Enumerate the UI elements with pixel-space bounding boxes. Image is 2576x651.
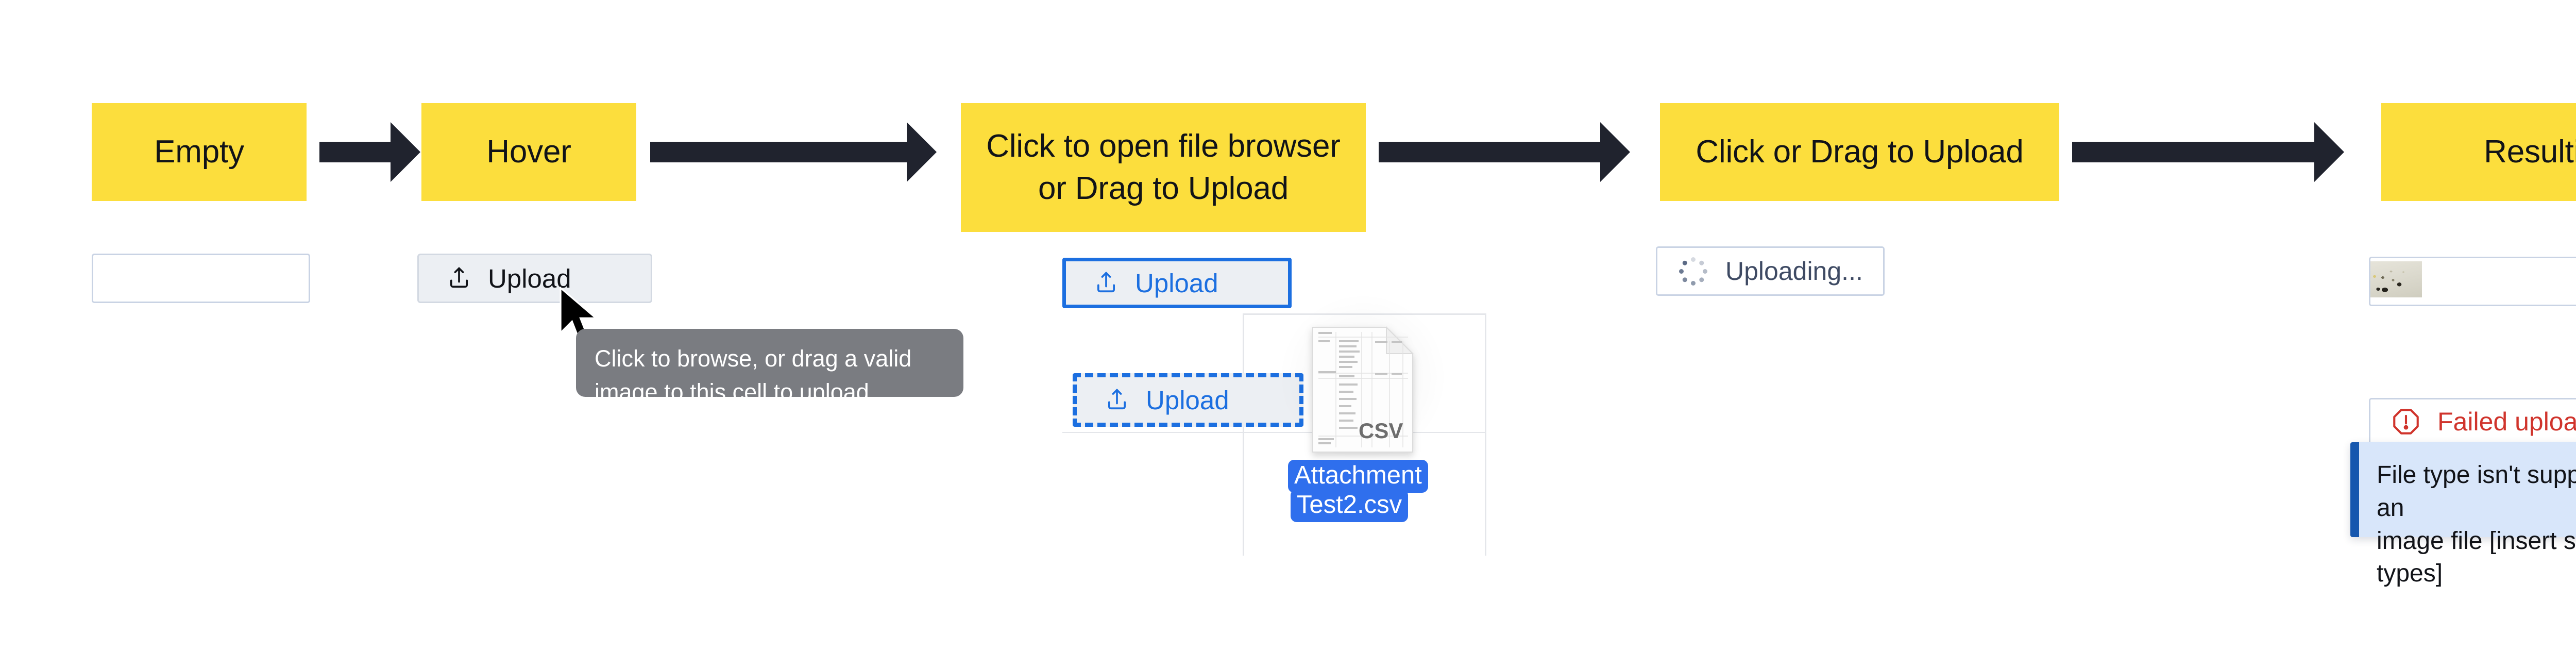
upload-tray-icon xyxy=(1097,272,1115,293)
upload-dropzone-label: Upload xyxy=(1146,385,1229,415)
upload-button-label: Upload xyxy=(1135,268,1218,298)
error-toast-message-line2: image file [insert supported file types] xyxy=(2377,527,2576,588)
grid-line-horizontal-top xyxy=(1243,313,1486,315)
dragged-file-name: Attachment Test2.csv xyxy=(1288,460,1428,523)
uploading-status-label: Uploading... xyxy=(1725,257,1863,286)
grid-line-vertical-right xyxy=(1485,313,1486,556)
csv-file-icon: CSV xyxy=(1312,326,1414,453)
dragged-file[interactable]: CSV xyxy=(1275,290,1450,465)
step-header-result: Resulting Cell xyxy=(2381,103,2576,201)
upload-hover-tooltip: Click to browse, or drag a valid image t… xyxy=(576,329,963,405)
empty-cell[interactable] xyxy=(92,254,310,303)
uploading-cell: Uploading... xyxy=(1656,246,1885,296)
flow-arrow-4 xyxy=(2072,122,2344,182)
grid-line-horizontal-mid xyxy=(1062,432,1486,433)
error-toast: File type isn't supported. Must be an im… xyxy=(2350,442,2576,587)
step-header-browse-line1: Click to open file browser xyxy=(986,128,1341,164)
dragged-file-name-line1: Attachment xyxy=(1288,460,1428,493)
failed-upload-label: Failed upload xyxy=(2437,407,2576,436)
step-header-hover: Hover xyxy=(421,103,636,201)
svg-text:CSV: CSV xyxy=(1359,419,1403,443)
failed-upload-badge: Failed upload xyxy=(2369,398,2576,445)
upload-button-label: Upload xyxy=(488,263,571,293)
flow-arrow-2 xyxy=(650,122,937,182)
loading-spinner-icon xyxy=(1678,256,1708,286)
flow-arrow-3 xyxy=(1379,122,1630,182)
step-header-empty: Empty xyxy=(92,103,307,201)
upload-tray-icon xyxy=(1108,389,1126,410)
upload-dropzone[interactable]: Upload xyxy=(1073,373,1303,427)
upload-button-hover[interactable]: Upload xyxy=(417,254,652,303)
upload-tray-icon xyxy=(450,267,468,288)
step-header-upload: Click or Drag to Upload xyxy=(1660,103,2059,201)
tooltip-line-1: Click to browse, or drag a valid xyxy=(595,345,912,372)
dragged-file-name-line2: Test2.csv xyxy=(1290,489,1409,523)
step-header-browse-line2: or Drag to Upload xyxy=(1038,171,1289,206)
step-header-browse: Click to open file browser or Drag to Up… xyxy=(961,103,1366,232)
flow-arrow-1 xyxy=(319,122,420,182)
result-cell[interactable] xyxy=(2369,257,2576,306)
tooltip-line-2: image to this cell to upload xyxy=(595,378,869,405)
error-octagon-icon xyxy=(2393,409,2419,435)
error-toast-message-line1: File type isn't supported. Must be an xyxy=(2377,461,2576,522)
grid-line-vertical-left xyxy=(1243,313,1244,556)
upload-button-active[interactable]: Upload xyxy=(1062,258,1292,308)
image-thumbnail xyxy=(2370,261,2422,297)
error-toast-message: File type isn't supported. Must be an im… xyxy=(2359,442,2576,608)
